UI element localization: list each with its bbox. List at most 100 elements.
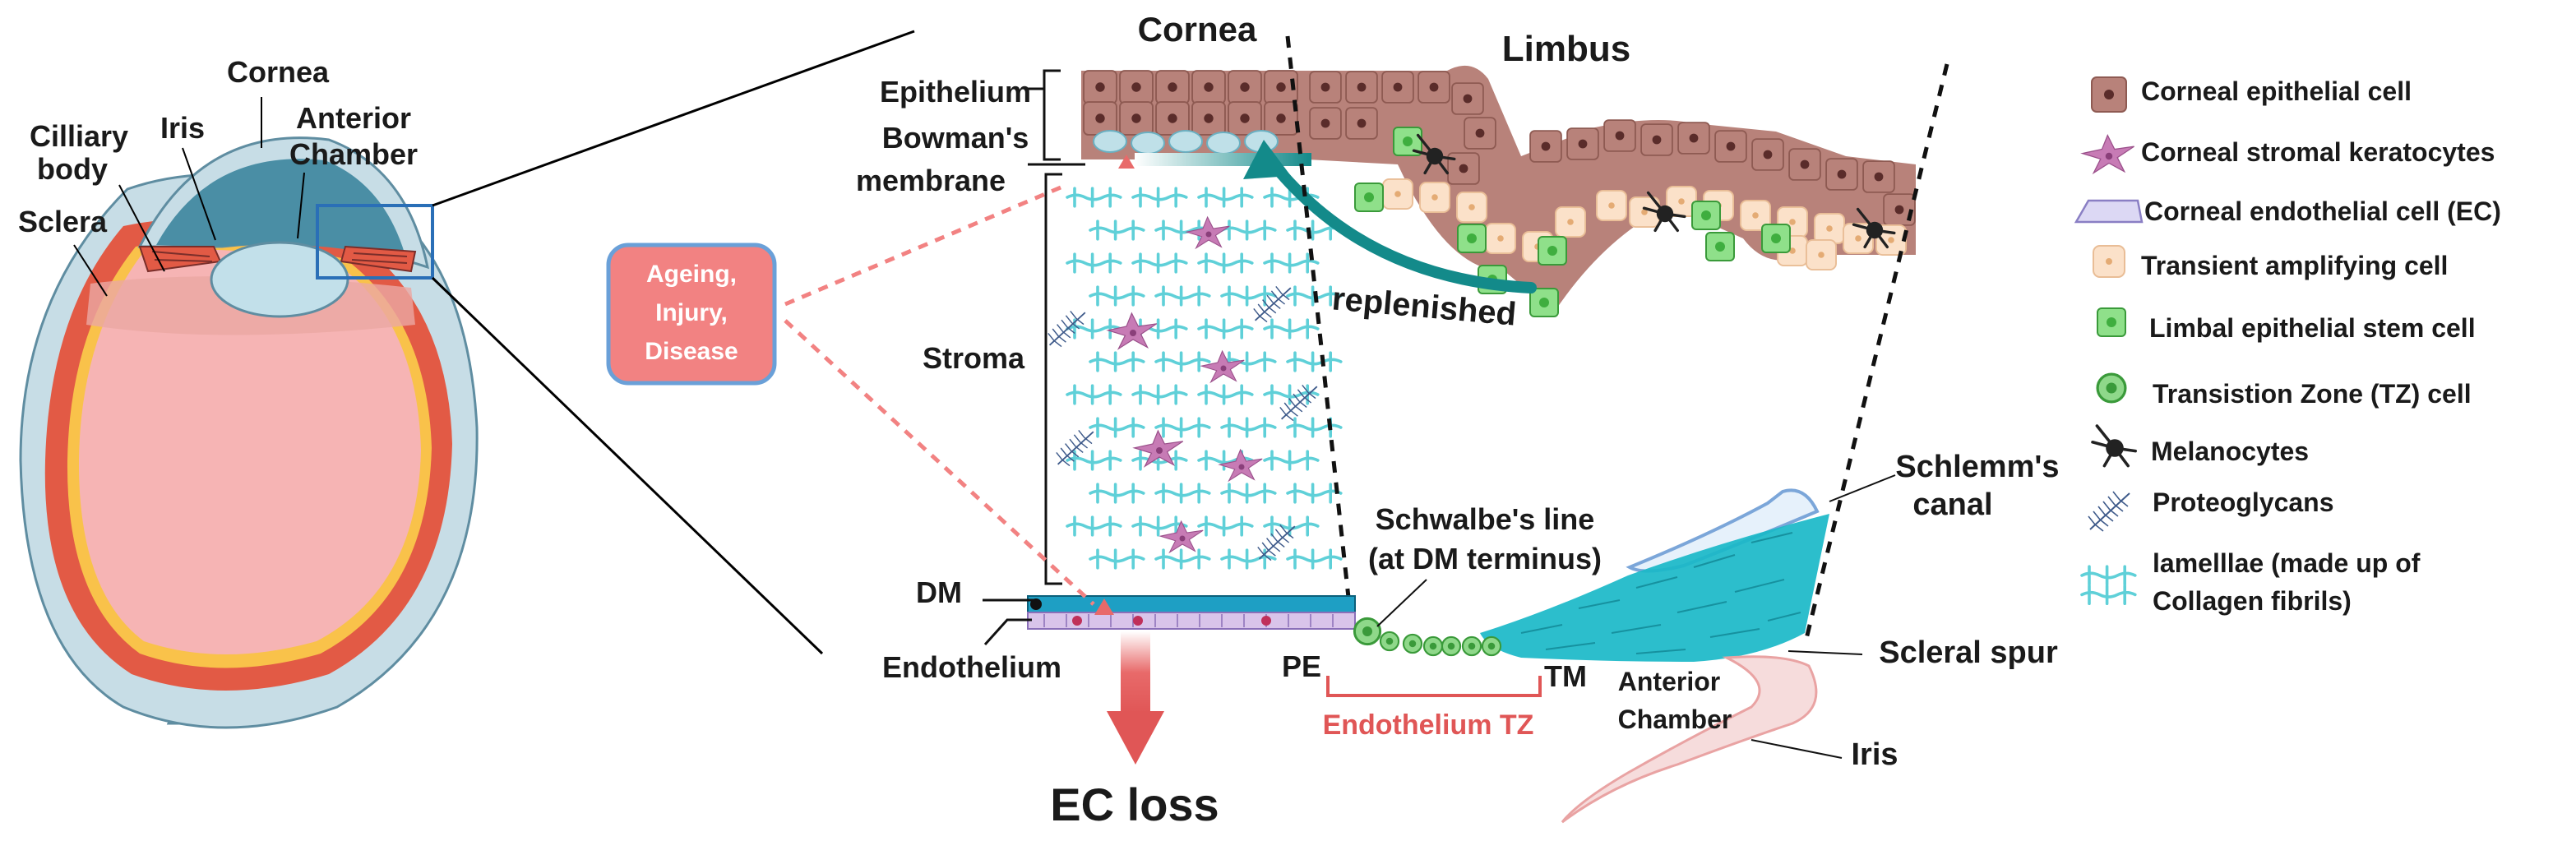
replenish-arrowhead: [1243, 140, 1291, 179]
limbal-epithelial-cell: [1751, 138, 1784, 171]
tz-cell: [1441, 635, 1462, 657]
melanocyte-icon: [2091, 424, 2137, 468]
tz-cell-icon: [2096, 372, 2127, 404]
callout-line-2: Injury,: [655, 299, 728, 326]
collagen-lamella: [1263, 515, 1320, 537]
collagen-lamella: [1197, 384, 1254, 405]
eye-labels: Cornea Iris Cilliary body Sclera Anterio…: [18, 55, 418, 297]
label-schlemm-2: canal: [1912, 488, 1992, 522]
legend-label-lamellae-2: Collagen fibrils): [2153, 586, 2352, 616]
lamellae-icon: [2080, 565, 2137, 606]
label-anterior-1: Anterior: [1618, 667, 1720, 696]
tz-cell: [1402, 633, 1423, 654]
label-schwalbe-2: (at DM terminus): [1368, 542, 1602, 575]
limbal-epithelial-cell: [1451, 82, 1484, 115]
legend-item-epithelial: Corneal epithelial cell: [2091, 76, 2412, 113]
limbal-epithelial-cell: [1566, 127, 1599, 160]
legend-item-stem: Limbal epithelial stem cell: [2097, 307, 2476, 343]
limbus-sclera-boundary: [1802, 63, 1949, 646]
proteoglycan: [1252, 285, 1292, 323]
label-schlemm-1: Schlemm's: [1895, 450, 2059, 484]
replenish-arrow: [1265, 155, 1537, 293]
tz-cell: [1353, 617, 1382, 646]
descemets-membrane: [1027, 595, 1356, 613]
callout-line-1: Ageing,: [646, 261, 737, 288]
transient-amplifying-cell: [1418, 181, 1451, 213]
bowmans-basal-cells: [1093, 130, 1279, 155]
ec-loss-arrowhead: [1107, 711, 1164, 765]
collagen-lamella: [1089, 483, 1145, 504]
legend-item-endothelial: Corneal endothelial cell (EC): [2074, 196, 2501, 226]
legend-label-melanocyte: Melanocytes: [2151, 437, 2309, 466]
legend-label-endothelial: Corneal endothelial cell (EC): [2144, 196, 2501, 226]
limbal-epithelial-cell: [1417, 71, 1450, 104]
limbal-stem-cell: [1705, 232, 1735, 261]
limbal-stem-cell: [1761, 224, 1791, 253]
label-tm: TM: [1544, 659, 1587, 693]
transient-amplifying-cell: [1455, 191, 1488, 223]
collagen-lamella: [1286, 548, 1343, 570]
corneal-epithelial-cell: [1119, 70, 1154, 104]
limbal-epithelial-cell: [1309, 107, 1342, 140]
transient-amplifying-cell: [1554, 206, 1587, 238]
tz-cell: [1422, 635, 1444, 657]
legend-item-ta: Transient amplifying cell: [2093, 245, 2448, 280]
keratocyte: [1219, 449, 1263, 482]
collagen-lamella: [1154, 483, 1211, 504]
collagen-lamella: [1263, 450, 1320, 471]
zoom-line-bottom: [431, 276, 824, 655]
tz-cells: [1353, 617, 1502, 657]
zoom-line-top: [432, 30, 915, 207]
cornea-limbus-boundary: [1285, 35, 1353, 613]
corneal-epithelial-cell: [1191, 70, 1226, 104]
eye-label-iris: Iris: [160, 111, 205, 145]
limbal-epithelial-cell: [1677, 122, 1710, 155]
label-anterior-2: Chamber: [1618, 705, 1732, 734]
zoom-box: [316, 204, 434, 280]
collagen-lamella: [1131, 384, 1188, 405]
label-pe: PE: [1282, 649, 1321, 683]
corneal-epithelial-cell: [1155, 101, 1190, 136]
tz-cell: [1461, 635, 1482, 657]
label-ec-loss: EC loss: [1050, 779, 1219, 830]
limbal-stem-cell: [1538, 236, 1567, 266]
collagen-lamella: [1286, 483, 1343, 504]
proteoglycan: [1279, 384, 1318, 422]
label-iris: Iris: [1851, 737, 1898, 772]
collagen-lamella: [1066, 384, 1122, 405]
limbal-epithelial-cell: [1345, 107, 1378, 140]
label-schwalbe-1: Schwalbe's line: [1376, 502, 1595, 536]
legend-item-lamellae: lamelllae (made up of Collagen fibrils): [2080, 548, 2421, 616]
collagen-lamella: [1131, 252, 1188, 274]
collagen-lamella: [1089, 417, 1145, 438]
legend-item-tz: Transistion Zone (TZ) cell: [2096, 372, 2472, 409]
collagen-lamella: [1197, 187, 1254, 208]
callout-line-bottom: [784, 319, 1095, 606]
collagen-lamella: [1154, 548, 1211, 570]
stem-cell-icon: [2097, 307, 2126, 337]
label-endothelium-tz: Endothelium TZ: [1323, 709, 1534, 741]
detail-labels: Cornea Limbus Epithelium Bowman's membra…: [856, 10, 2060, 830]
collagen-lamella: [1220, 417, 1277, 438]
meshwork-texture: [1520, 532, 1801, 654]
limbal-epithelial-cell: [1788, 148, 1821, 181]
label-dm: DM: [916, 575, 962, 609]
transient-amplifying-cell: [1805, 239, 1838, 270]
legend-label-ta: Transient amplifying cell: [2141, 251, 2448, 280]
collagen-lamella: [1089, 219, 1145, 241]
endothelium-leader: [983, 618, 1032, 646]
limbal-epithelial-cell: [1640, 123, 1673, 156]
corneal-epithelial-cell: [1264, 101, 1298, 136]
trabecular-meshwork: [1480, 514, 1829, 662]
label-stroma: Stroma: [923, 341, 1025, 375]
collagen-lamella: [1220, 483, 1277, 504]
eye-label-ciliary-1: Cilliary: [30, 119, 128, 153]
limbal-stem-cell: [1691, 201, 1721, 230]
legend: Corneal epithelial cell Corneal stromal …: [2074, 76, 2501, 616]
corneal-epithelial-cell: [1228, 101, 1262, 136]
corneal-epithelial-cell: [1083, 101, 1117, 136]
collagen-lamella: [1220, 219, 1277, 241]
collagen-lamella: [1197, 252, 1254, 274]
transient-amplifying-cell: [1484, 223, 1517, 254]
limbal-epithelial-cell: [1862, 160, 1895, 193]
